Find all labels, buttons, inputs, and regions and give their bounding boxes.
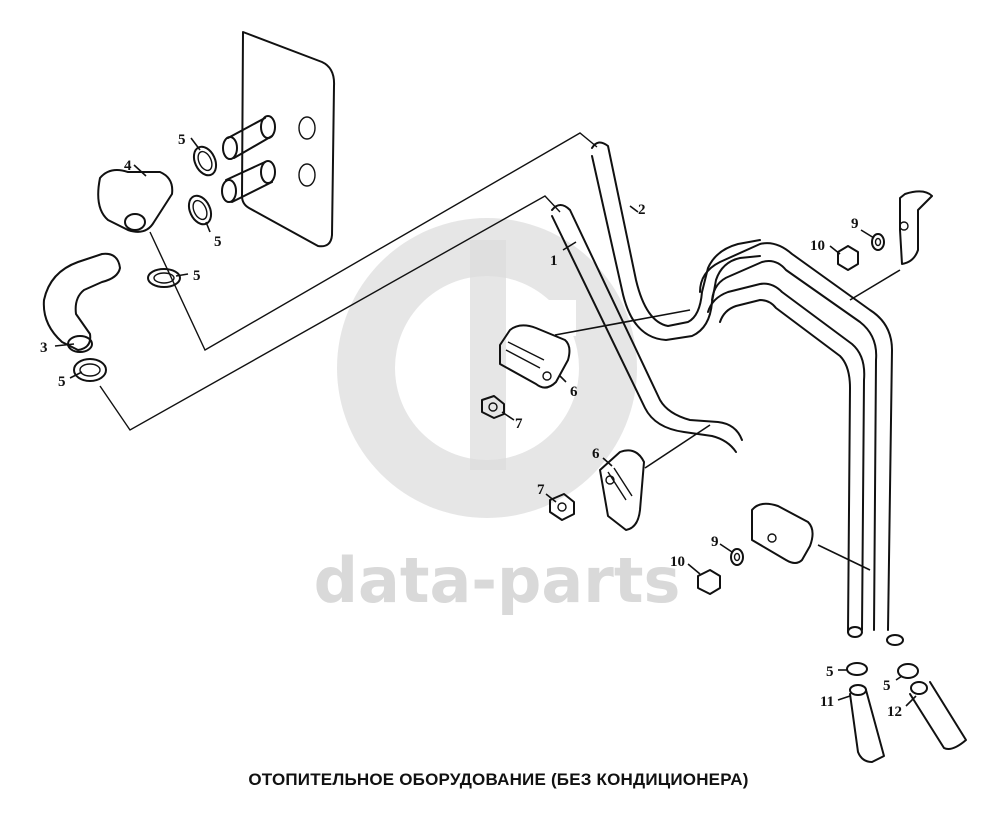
- bracket-right-top: [899, 190, 933, 265]
- callout-9b: 9: [711, 534, 719, 550]
- washer-9-top: [871, 233, 885, 251]
- callout-7a: 7: [515, 416, 523, 432]
- tube-2: [591, 141, 761, 341]
- leader-lines: [54, 137, 917, 707]
- callout-10b: 10: [670, 554, 685, 570]
- callout-labels: 1 2 3 4 5 5 5 5 6 6 7 7 9 9 10 10 5 5 11…: [40, 132, 902, 720]
- callout-7b: 7: [537, 482, 545, 498]
- long-tubes: [699, 242, 904, 646]
- diagram-caption: ОТОПИТЕЛЬНОЕ ОБОРУДОВАНИЕ (БЕЗ КОНДИЦИОН…: [248, 770, 749, 789]
- callout-2: 2: [638, 202, 646, 218]
- washer-9-lower: [730, 548, 744, 566]
- elbow-hose-4: [97, 169, 174, 233]
- callout-5e: 5: [826, 664, 834, 680]
- tube-1: [551, 204, 743, 453]
- bracket-6-lower: [599, 449, 645, 531]
- elbow-hose-3: [42, 252, 121, 353]
- hose-clamps: [73, 145, 218, 382]
- outlet-hose-12: [897, 663, 967, 750]
- callout-6a: 6: [570, 384, 578, 400]
- callout-5a: 5: [178, 132, 186, 148]
- watermark-logo: [337, 218, 637, 518]
- watermark-text: data-parts: [314, 544, 681, 617]
- heater-plate: [241, 31, 336, 248]
- callout-1: 1: [550, 253, 558, 269]
- callout-3: 3: [40, 340, 48, 356]
- nut-7-lower: [549, 493, 575, 521]
- callout-4: 4: [124, 158, 132, 174]
- routing-outline-upper: [149, 132, 598, 351]
- routing-outline: [99, 195, 561, 431]
- callout-11: 11: [820, 694, 834, 710]
- bracket-right-lower: [751, 502, 814, 564]
- callout-5c: 5: [193, 268, 201, 284]
- heater-pipe-stubs: [221, 115, 276, 203]
- bracket-6-upper: [499, 324, 571, 389]
- callout-9a: 9: [851, 216, 859, 232]
- callout-10a: 10: [810, 238, 825, 254]
- callout-12: 12: [887, 704, 902, 720]
- callout-5b: 5: [214, 234, 222, 250]
- outlet-hose-11: [846, 662, 885, 763]
- nut-10-top: [837, 245, 859, 271]
- nut-10-lower: [697, 569, 721, 595]
- callout-5f: 5: [883, 678, 891, 694]
- callout-6b: 6: [592, 446, 600, 462]
- callout-5d: 5: [58, 374, 66, 390]
